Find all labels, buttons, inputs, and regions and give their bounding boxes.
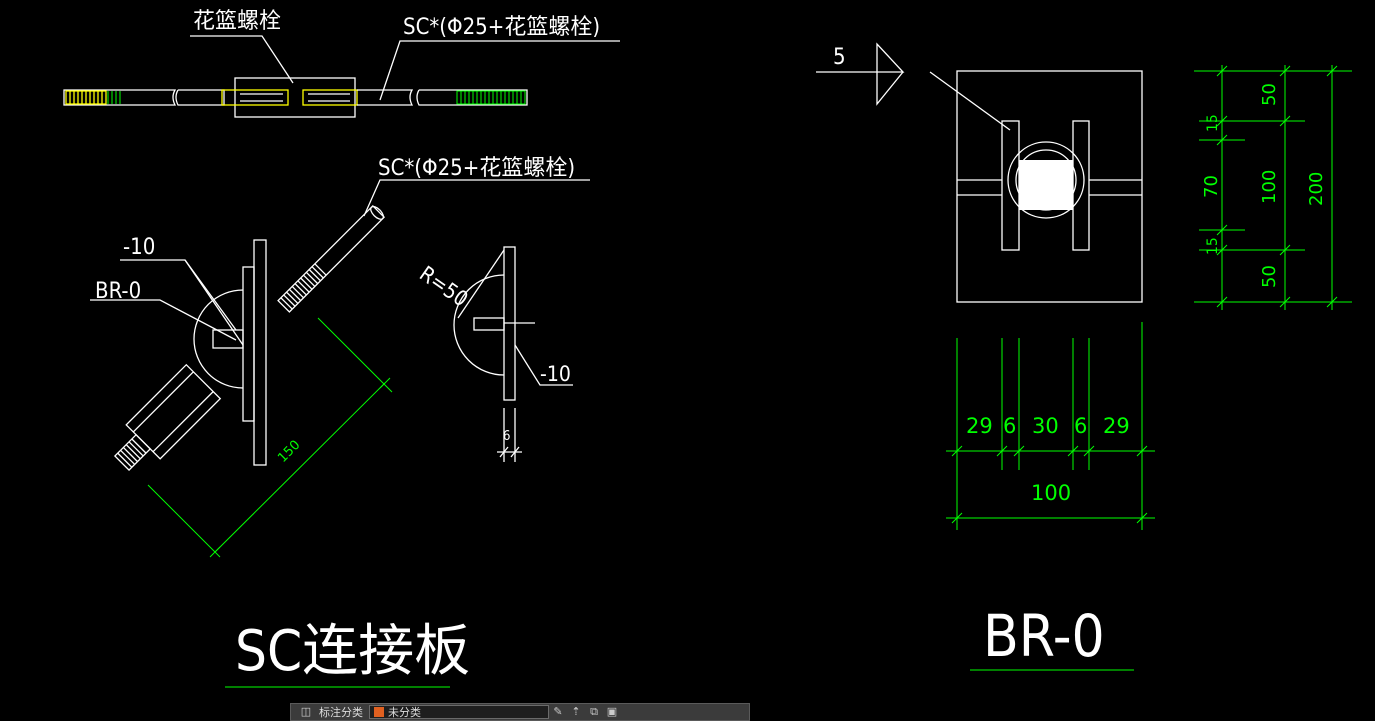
base-plate — [253, 239, 267, 466]
turnbuckle-right-bolt — [302, 89, 358, 106]
layer-category[interactable]: ◫ 标注分类 — [291, 704, 369, 720]
label-minus10-left: -10 — [123, 235, 155, 260]
br0-detail: 5 — [816, 42, 1352, 671]
label-turnbuckle: 花篮螺栓 — [193, 9, 281, 34]
dim-h-29-left: 29 — [966, 414, 993, 438]
leader-sc-mid — [363, 179, 590, 217]
turnbuckle-left-thread — [240, 93, 283, 102]
gusset-plate — [242, 266, 255, 422]
bottom-toolbar: ◫ 标注分类 未分类 ✎ ⇡ ⧉ ▣ — [290, 703, 750, 721]
dim-v-50-top: 50 — [1259, 83, 1280, 106]
br-circle-outer — [1007, 141, 1085, 219]
title-br0: BR-0 — [983, 602, 1105, 670]
layers-icon: ◫ — [300, 705, 312, 718]
copy-icon[interactable]: ⧉ — [590, 705, 598, 718]
dim-v-15-bottom: 15 — [1205, 237, 1221, 255]
layer-select-value: 未分类 — [388, 706, 421, 719]
dim-h-6-right: 6 — [1074, 414, 1087, 438]
layer-color-swatch — [374, 707, 384, 717]
side-tab — [473, 317, 505, 331]
label-sc-mid: SC*(Φ25+花篮螺栓) — [378, 156, 575, 181]
weld-symbol — [816, 42, 905, 106]
br-center-block — [1019, 160, 1073, 210]
turnbuckle-body — [234, 77, 356, 118]
pen-icon[interactable]: ✎ — [553, 705, 563, 718]
turnbuckle-right-thread — [308, 93, 350, 102]
inclined-rod — [277, 204, 386, 313]
plate-arc — [193, 289, 244, 389]
rod-left-thread-hatch — [69, 91, 103, 104]
rod-right-segment — [416, 89, 528, 106]
weld-size-text: 5 — [833, 45, 846, 70]
dim-v-15-top: 15 — [1205, 114, 1221, 132]
title-sc-plate: SC连接板 — [235, 619, 470, 684]
lower-turnbuckle — [113, 363, 222, 472]
dim-h-30: 30 — [1032, 414, 1059, 438]
layer-select[interactable]: 未分类 — [369, 705, 549, 719]
dim-h-6-left: 6 — [1003, 414, 1016, 438]
label-sc-top: SC*(Φ25+花篮螺栓) — [403, 15, 600, 40]
dim-6-lines — [497, 408, 522, 462]
dim-v-100: 100 — [1259, 170, 1280, 204]
rod-left-thread — [65, 90, 107, 105]
label-r50: R=50 — [415, 261, 472, 311]
side-detail: R=50 -10 6 — [415, 246, 573, 462]
side-minus10-leader — [514, 344, 573, 386]
dim-150-text: 150 — [275, 438, 303, 466]
plate-tab — [212, 329, 244, 349]
rod-right-thread-hatch — [460, 91, 522, 104]
radius-leader — [457, 249, 505, 319]
br-horizontal-dims — [946, 322, 1155, 530]
turnbuckle-left-bolt — [221, 89, 289, 106]
dim-150 — [147, 317, 393, 558]
leader-turnbuckle — [190, 35, 294, 84]
leader-sc-top — [379, 40, 620, 101]
layer-category-label: 标注分类 — [319, 706, 363, 719]
arrow-up-icon[interactable]: ⇡ — [571, 705, 581, 718]
rod-mid-right — [357, 89, 414, 106]
dim-v-70: 70 — [1201, 175, 1222, 198]
top-rod-detail: 花篮螺栓 SC*(Φ25+花篮螺栓) — [63, 9, 620, 118]
weld-leader — [929, 71, 1011, 131]
leader-plate-minus10-b — [184, 259, 244, 346]
label-minus10-right: -10 — [540, 362, 571, 386]
br-outer-plate — [956, 70, 1143, 303]
label-br0-leader: BR-0 — [95, 279, 141, 304]
dim-h-29-right: 29 — [1103, 414, 1130, 438]
rod-left-segment — [63, 89, 177, 106]
dim-6-text: 6 — [503, 429, 510, 444]
leader-br — [90, 299, 237, 341]
save-icon[interactable]: ▣ — [606, 705, 618, 718]
rod-mid-left — [175, 89, 225, 106]
rod-right-thread — [456, 90, 526, 105]
dim-h-100: 100 — [1031, 481, 1071, 505]
side-arc — [453, 274, 505, 376]
br-vertical-dims — [1194, 65, 1352, 310]
rod-left-green-hatch — [107, 91, 121, 104]
dim-v-200: 200 — [1306, 172, 1327, 206]
dim-v-50-bottom: 50 — [1259, 265, 1280, 288]
